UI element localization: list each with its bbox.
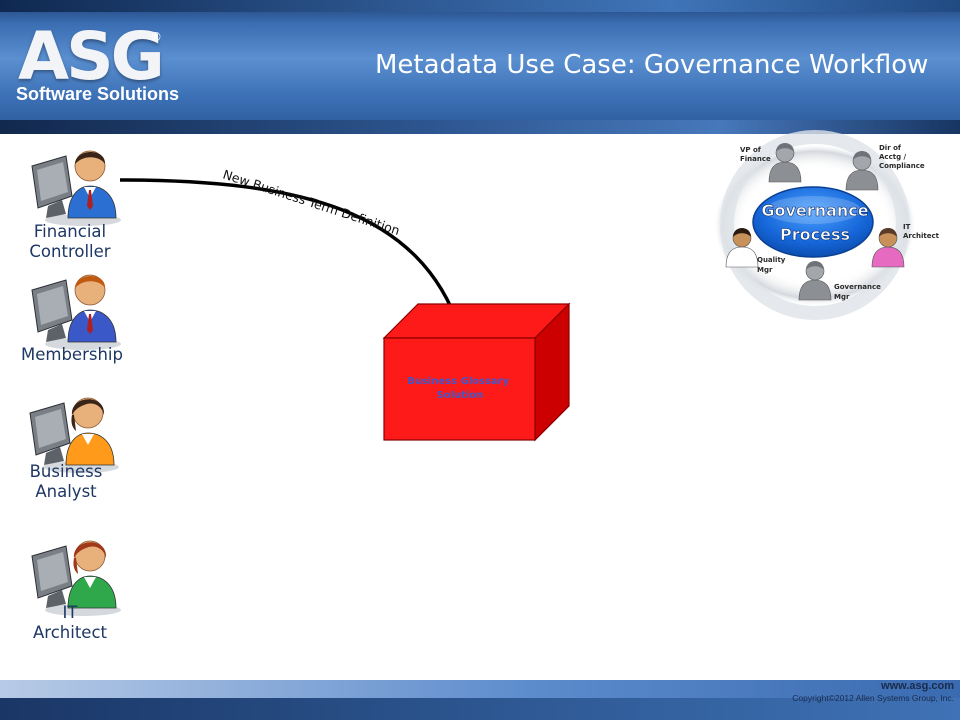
actor-financial-controller bbox=[28, 138, 123, 232]
bubble-highlight bbox=[765, 196, 861, 224]
person-at-computer-icon bbox=[31, 274, 121, 350]
box-front-face bbox=[383, 337, 536, 441]
person-at-computer-icon bbox=[31, 150, 121, 226]
monitor-screen bbox=[37, 162, 68, 201]
footer-copyright: Copyright©2012 Allen Systems Group, Inc. bbox=[792, 693, 954, 703]
actor-it-architect bbox=[28, 528, 123, 622]
actor-label-financial-controller: Financial Controller bbox=[29, 222, 111, 261]
monitor-stand bbox=[46, 200, 66, 218]
gov-person-hair bbox=[806, 261, 824, 270]
person-at-computer-icon bbox=[29, 397, 119, 473]
vp-finance-person-icon bbox=[768, 143, 802, 183]
monitor-stand bbox=[44, 447, 64, 465]
monitor-screen bbox=[35, 409, 66, 448]
term-definition-arrow bbox=[119, 178, 472, 347]
governance-cluster: Governance Process VP of Finance Dir of … bbox=[715, 130, 940, 320]
it-architect-person-icon bbox=[871, 228, 905, 268]
person-at-computer-icon bbox=[31, 540, 121, 616]
logo-subtitle: Software Solutions bbox=[16, 84, 180, 104]
person-hair bbox=[75, 152, 106, 164]
business-glossary-box: Business Glossary Solution bbox=[382, 302, 571, 442]
person-hair bbox=[71, 399, 105, 431]
footer-dark-bar bbox=[0, 698, 960, 720]
quality-mgr-person-icon bbox=[725, 228, 759, 268]
role-label-it-architect: IT Architect bbox=[903, 223, 940, 240]
person-body bbox=[65, 432, 115, 466]
governance-title-line2: Process bbox=[780, 225, 850, 244]
governance-ring-band bbox=[720, 130, 910, 320]
actor-label-business-analyst: Business Analyst bbox=[29, 462, 103, 501]
asg-logo: ASG bbox=[18, 18, 165, 95]
header-bottom-stripe bbox=[0, 120, 960, 134]
actor-label-it-architect: IT Architect bbox=[33, 603, 107, 642]
header-banner: ASG ® Software Solutions Metadata Use Ca… bbox=[0, 0, 960, 134]
monitor-screen bbox=[37, 552, 68, 591]
monitor-screen bbox=[37, 286, 68, 325]
person-hair bbox=[75, 276, 106, 288]
actor-membership bbox=[28, 262, 123, 356]
arrow-label: New Business Term Definition bbox=[221, 167, 402, 238]
role-label-dir-acctg: Dir of Acctg / Compliance bbox=[879, 144, 925, 170]
actor-label-membership: Membership bbox=[21, 345, 123, 364]
shirt-collar bbox=[84, 577, 96, 588]
gov-person-hair bbox=[733, 228, 751, 237]
gov-person-hair bbox=[853, 151, 871, 160]
shirt-collar bbox=[82, 434, 94, 445]
necktie bbox=[87, 314, 93, 334]
role-label-quality-mgr: Quality Mgr bbox=[757, 256, 788, 274]
gov-person-hair bbox=[879, 228, 897, 237]
governance-mgr-person-icon bbox=[798, 261, 832, 301]
governance-people bbox=[725, 143, 905, 301]
dir-acctg-person-icon bbox=[845, 151, 879, 191]
role-label-vp-finance: VP of Finance bbox=[740, 146, 771, 163]
governance-title-line1: Governance bbox=[761, 201, 868, 220]
footer-url: www.asg.com bbox=[881, 680, 954, 692]
governance-process-bubble bbox=[752, 186, 874, 258]
person-body bbox=[67, 575, 117, 609]
logo-registered-mark: ® bbox=[150, 30, 162, 44]
monitor-stand bbox=[46, 324, 66, 342]
person-hair bbox=[73, 542, 107, 574]
footer-light-bar bbox=[0, 680, 960, 698]
role-label-governance-mgr: Governance Mgr bbox=[834, 283, 883, 301]
page-title: Metadata Use Case: Governance Workflow bbox=[375, 50, 929, 80]
actor-business-analyst bbox=[26, 385, 121, 479]
gov-person-hair bbox=[776, 143, 794, 152]
box-label: Business Glossary Solution bbox=[407, 376, 513, 401]
header-top-stripe bbox=[0, 0, 960, 12]
necktie bbox=[87, 190, 93, 210]
monitor-stand bbox=[46, 590, 66, 608]
